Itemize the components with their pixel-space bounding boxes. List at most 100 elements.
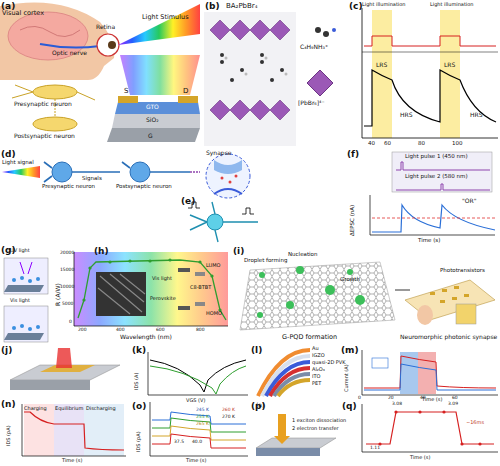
figure-label: Light pulse 2 (580 nm) [405,174,468,180]
figure-label: G [148,133,153,139]
figure-label: BA₂PbBr₄ [226,3,258,10]
figure-panel: (k) [130,344,250,400]
figure-label: ΔEPSC (nA) [350,205,356,236]
figure-label: Retina [96,24,115,30]
figure-label: Nucleation [288,252,317,258]
figure-panel: (l) [250,344,340,400]
figure-label: 400 [116,328,125,333]
figure-label: D [183,88,188,95]
figure-label: Visual cortex [2,10,44,17]
figure-label: SiO₂ [146,117,159,123]
panel-letter: (h) [94,246,109,256]
figure-label: Light pulse 1 (450 nm) [405,154,468,160]
figure-label: GTO [146,104,159,110]
figure-label: Signals [82,176,102,182]
panel-letter: (o) [132,401,146,411]
panel-letter: (f) [347,149,359,159]
figure-label: Vis light [10,298,30,303]
figure-label: 100 [452,141,463,147]
figure-label: 265 K [196,422,209,427]
figure-label: 40 [420,396,426,401]
figure-label: Time (s) [62,458,82,463]
figure-label: IDS (A) [134,373,139,390]
figure-label: LUMO [206,263,220,268]
figure-label: Synapse [206,150,231,156]
figure-panel: (p) [250,400,340,466]
figure-label: Neuromorphic photonic synapse [400,334,497,340]
figure-label: 60 [384,141,391,147]
figure-label: Vis light [152,276,172,281]
figure-label: 255 K [196,415,209,420]
figure-panel: (j) [0,344,130,398]
panel-letter: (d) [1,149,16,159]
figure-label: 3.08 [392,402,402,407]
figure-label: Presynaptic neuron [14,101,72,107]
figure-label: Optic nerve [52,50,87,56]
panel-letter: (n) [1,399,16,409]
figure-label: "OR" [462,198,476,204]
figure-label: Au [312,346,319,351]
figure-label: Light signal [2,160,34,166]
figure-label: Phototransistors [440,268,485,274]
figure-label: Time (s) [418,238,440,244]
figure-label: HRS [470,112,483,118]
figure-label: Light illumination [362,2,405,7]
figure-label: 1 exciton dissociation [292,418,346,423]
figure-label: quasi-2D PVK [312,360,346,365]
figure-label: Time (s) [186,458,206,463]
figure-label: 1.11 [370,446,380,451]
figure-label: Al₂O₃ [312,367,325,372]
panel-letter: (l) [251,345,262,355]
figure-label: 40 [368,141,375,147]
panel-letter: (b) [205,1,220,11]
figure-panel: (g) [0,244,50,344]
figure-label: 800 [196,328,205,333]
figure-label: 20 [388,396,394,401]
figure-label: IGZO [312,353,325,358]
figure-label: 2 electron transfer [292,426,339,431]
figure-label: G-PQD formation [282,334,337,341]
figure-label: S [124,88,128,95]
figure-label: 0 [69,320,72,325]
figure-panel: (f) [346,148,500,244]
panel-letter: (e) [181,196,195,206]
figure-label: Charging [24,406,47,411]
figure-label: 245 K [196,408,209,413]
figure-label: HRS [400,112,413,118]
figure-label: Growth [340,277,360,283]
figure-label: 3.09 [448,402,458,407]
figure-label: LRS [444,62,455,68]
figure-label: [PbBr₆]⁴⁻ [298,100,325,106]
figure-label: 10000 [60,285,74,290]
panel-letter: (q) [342,401,357,411]
figure-label: Current (A) [344,364,349,392]
figure-panel: (b) [202,0,346,148]
figure-label: Equilibrium [55,406,83,411]
figure-label: UV light [10,248,30,253]
figure-label: Postsynaptic neuron [116,184,172,190]
figure-label: 20000 [60,251,74,256]
panel-letter: (k) [132,345,146,355]
figure-label: Droplet forming [244,258,287,264]
figure-label: 40.0 [192,440,202,445]
panel-letter: (i) [233,246,244,256]
figure-label: Light illumination [430,2,473,7]
figure-label: 260 K [222,408,235,413]
figure-label: (a) [256,402,264,408]
panel-letter: (j) [1,345,12,355]
figure-panel: (m) [340,344,500,400]
figure-label: Light Stimulus [142,14,189,21]
figure-label: ITO [312,374,320,379]
figure-label: PET [312,381,321,386]
figure-label: 15000 [60,268,74,273]
figure-label: C₄H₉NH₃⁺ [300,44,328,50]
figure-label: C8-BTBT [190,285,211,290]
figure-panel: (e) [180,196,260,246]
figure-label: 37.5 [174,440,184,445]
figure-label: Presynaptic neuron [42,184,95,190]
figure-label: 270 K [222,415,235,420]
figure-label: 200 [78,328,87,333]
figure-label: VGS (V) [186,398,205,403]
